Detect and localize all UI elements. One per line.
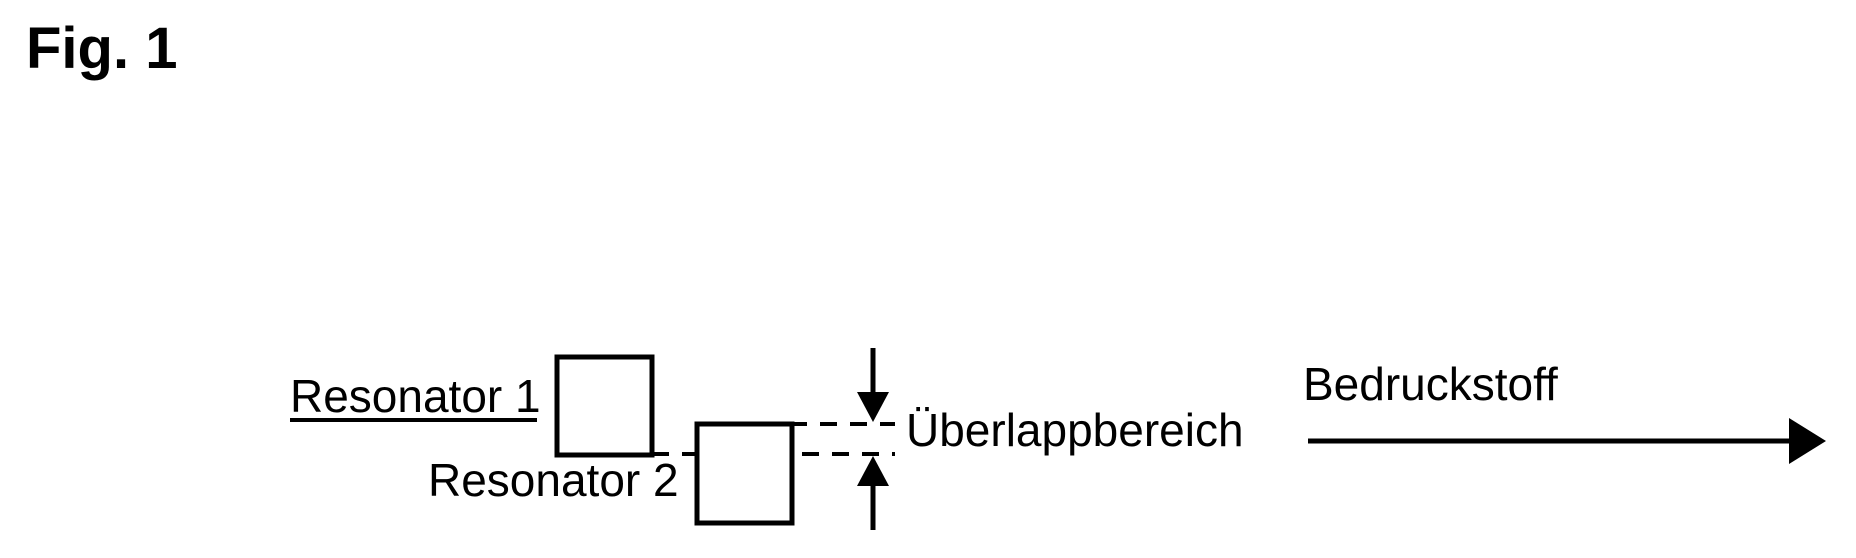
- substrate-label: Bedruckstoff: [1303, 358, 1558, 410]
- figure-title: Fig. 1: [26, 16, 177, 81]
- overlap-arrow-up-head-icon: [857, 456, 889, 486]
- overlap-region-label: Überlappbereich: [906, 404, 1244, 456]
- substrate-direction-arrow: [1308, 418, 1826, 464]
- overlap-arrow-down-head-icon: [857, 392, 889, 422]
- overlap-dimension-arrow: [857, 348, 889, 530]
- substrate-arrow-head-icon: [1789, 418, 1826, 464]
- resonator-2-box: [694, 421, 795, 526]
- resonator-2-label: Resonator 2: [428, 454, 679, 506]
- resonator-1-label: Resonator 1: [290, 370, 541, 422]
- resonator-1-box: [554, 354, 655, 458]
